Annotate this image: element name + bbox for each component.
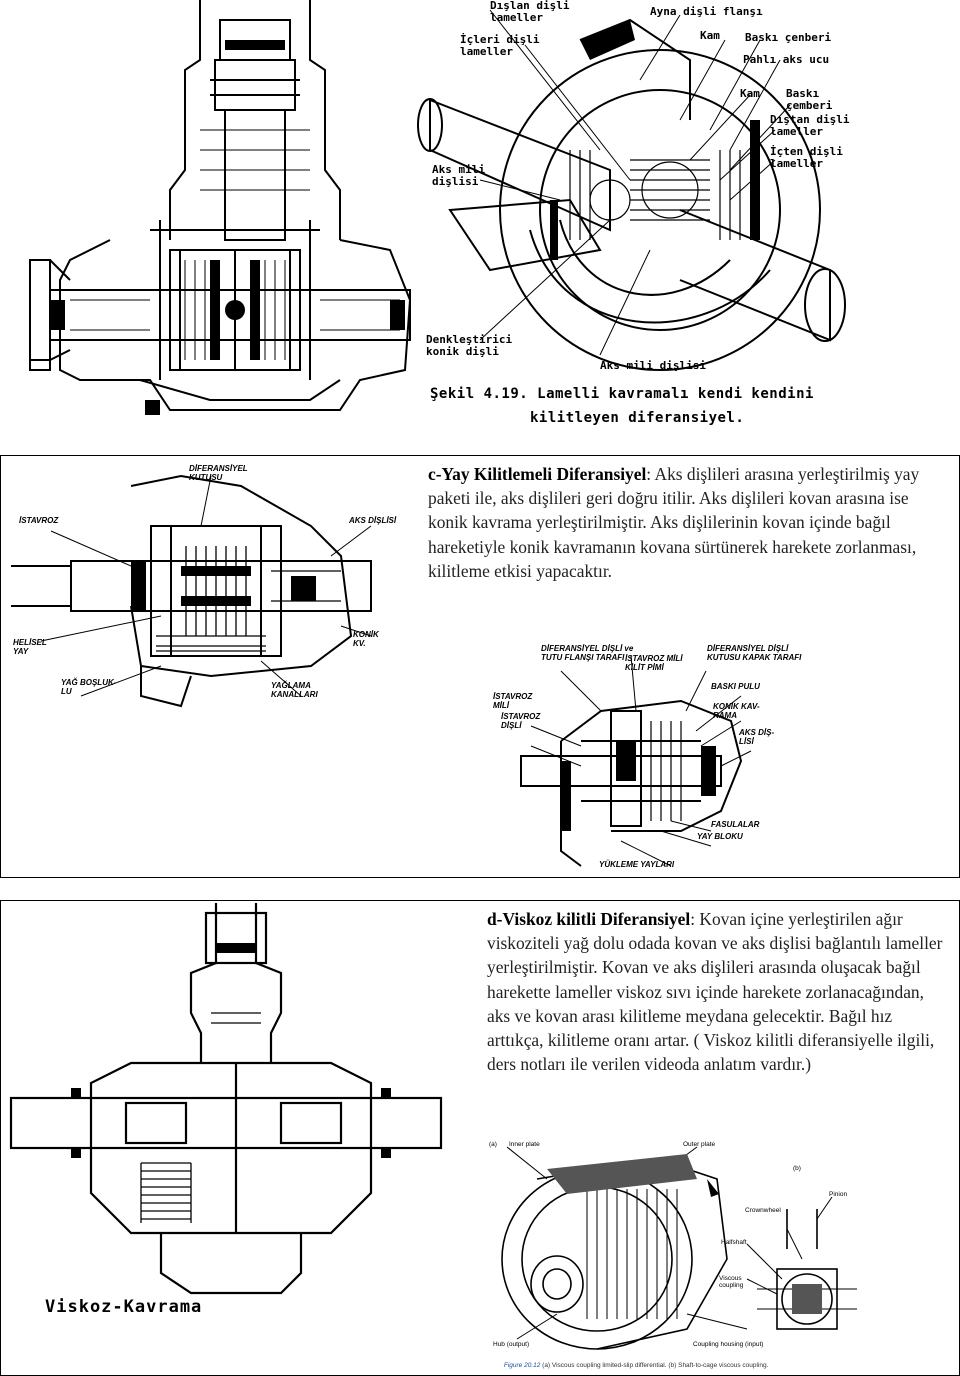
label-istavroz-disli: İSTAVROZ DİŞLİ <box>501 712 541 730</box>
label-aks-dislisi-right: AKS DİŞ- LİSİ <box>739 728 775 746</box>
label-yaglama-kanallari: YAĞLAMA KANALLARI <box>271 681 318 699</box>
section-c-paragraph: c-Yay Kilitlemeli Diferansiyel: Aks dişl… <box>428 462 928 583</box>
viskoz-kavrama-caption: Viskoz-Kavrama <box>45 1297 203 1317</box>
section-c-box: DİFERANSİYEL KUTUSU İSTAVROZ AKS DİŞLİSİ… <box>0 455 960 878</box>
figure-4-19-caption-line1: Şekil 4.19. Lamelli kavramalı kendi kend… <box>430 386 814 402</box>
label-dislan-disli-lameller: Dışlan dişli lameller <box>490 0 570 24</box>
figure-4-19: Dışlan dişli lameller Ayna dişli flanşı … <box>0 0 960 440</box>
figure-20-12-caption: Figure 20.12 (a) Viscous coupling limite… <box>493 1355 769 1376</box>
section-d-body: : Kovan içine yerleştirilen ağır viskozi… <box>487 909 943 1075</box>
label-icleri-disli-lameller: İçleri dişli lameller <box>460 33 540 58</box>
label-aks-mili-dislisi-left: Aks mili dişlisi <box>432 163 485 188</box>
label-istavroz-mili: İSTAVROZ MİLİ <box>493 692 533 710</box>
differential-cross-section-drawing <box>29 0 412 415</box>
label-diferansiyel-disli-tarafi: DİFERANSİYEL DİŞLİ ve TUTU FLANŞI TARAFI <box>541 644 634 662</box>
label-aks-mili-dislisi-bottom: Aks mili dişlisi <box>600 359 706 372</box>
label-baski-cenberi-top: Baskı çenberi <box>745 31 832 44</box>
figure-20-12-number: Figure 20.12 <box>503 1362 541 1369</box>
label-halfshaft: Halfshaft <box>721 1239 747 1246</box>
label-konik-kavrama: KONİK KAV- RAMA <box>713 702 760 720</box>
label-istavroz-mili-kilit-pimi: İSTAVROZ MİLİ KİLİT PİMİ <box>625 654 683 672</box>
label-yag-bosluk: YAĞ BOŞLUK- LU <box>61 678 117 696</box>
label-coupling-housing: Coupling housing (input) <box>693 1341 764 1348</box>
label-denklestirici-konik-disli: Denkleştirici konik dişli <box>426 333 513 358</box>
label-kam-top: Kam <box>700 29 720 42</box>
section-d-paragraph: d-Viskoz kilitli Diferansiyel: Kovan içi… <box>487 907 947 1076</box>
label-icten-disli-lameller: İçten dişli lameller <box>770 145 843 170</box>
label-yukleme-yaylari: YÜKLEME YAYLARI <box>599 860 675 869</box>
differential-3d-cutaway-drawing <box>417 9 846 371</box>
viscous-differential-drawing <box>9 903 443 1295</box>
figure-20-12-text: (a) Viscous coupling limited-slip differ… <box>540 1362 769 1369</box>
label-b: (b) <box>793 1165 801 1172</box>
section-d-title: d-Viskoz kilitli Diferansiyel <box>487 909 691 929</box>
label-baski-cemberi-right: Baskı çemberi <box>786 87 833 112</box>
label-kam-mid: Kam <box>740 87 760 100</box>
label-crownwheel: Crownwheel <box>745 1207 781 1214</box>
label-pinion: Pinion <box>829 1191 848 1198</box>
viscous-coupling-cutaway-drawing <box>501 1146 857 1350</box>
section-c-body: : Aks dişlileri arasına yerleştirilmiş y… <box>428 464 920 581</box>
label-pahli-aks-ucu: Pahlı aks ucu <box>743 53 830 66</box>
label-outer-plate: Outer plate <box>683 1141 716 1148</box>
spring-locking-differential-drawing <box>11 474 372 708</box>
viscous-coupling-figure: (a) Inner plate Outer plate (b) Pinion C… <box>487 1139 947 1371</box>
label-baski-pulu: BASKI PULU <box>711 682 760 691</box>
label-viscous-coupling: Viscous coupling <box>719 1275 744 1289</box>
label-helisel-yay: HELİSEL YAY <box>13 638 47 656</box>
label-aks-dislisi-c: AKS DİŞLİSİ <box>349 516 397 525</box>
locking-differential-drawing-right <box>520 655 752 867</box>
label-a: (a) <box>489 1141 497 1148</box>
label-istavroz: İSTAVROZ <box>19 516 59 525</box>
label-yay-bloku: YAY BLOKU <box>697 832 743 841</box>
label-konik-kav: KONİK KV. <box>353 630 379 648</box>
section-c-title: c-Yay Kilitlemeli Diferansiyel <box>428 464 647 484</box>
label-diferansiyel-kutusu: DİFERANSİYEL KUTUSU <box>189 464 248 482</box>
label-distan-disli-lameller-right: Dıştan dişli lameller <box>770 113 850 138</box>
section-d-box: Viskoz-Kavrama d-Viskoz kilitli Diferans… <box>0 900 960 1376</box>
label-hub-output: Hub (output) <box>493 1341 530 1348</box>
label-fasulalar: FASULALAR <box>711 820 760 829</box>
figure-4-19-caption-line2: kilitleyen diferansiyel. <box>530 410 745 426</box>
label-diferansiyel-kapak: DİFERANSİYEL DİŞLİ KUTUSU KAPAK TARAFI <box>707 644 802 662</box>
label-inner-plate: Inner plate <box>509 1141 540 1148</box>
label-ayna-disli-flansi: Ayna dişli flanşı <box>650 5 763 18</box>
